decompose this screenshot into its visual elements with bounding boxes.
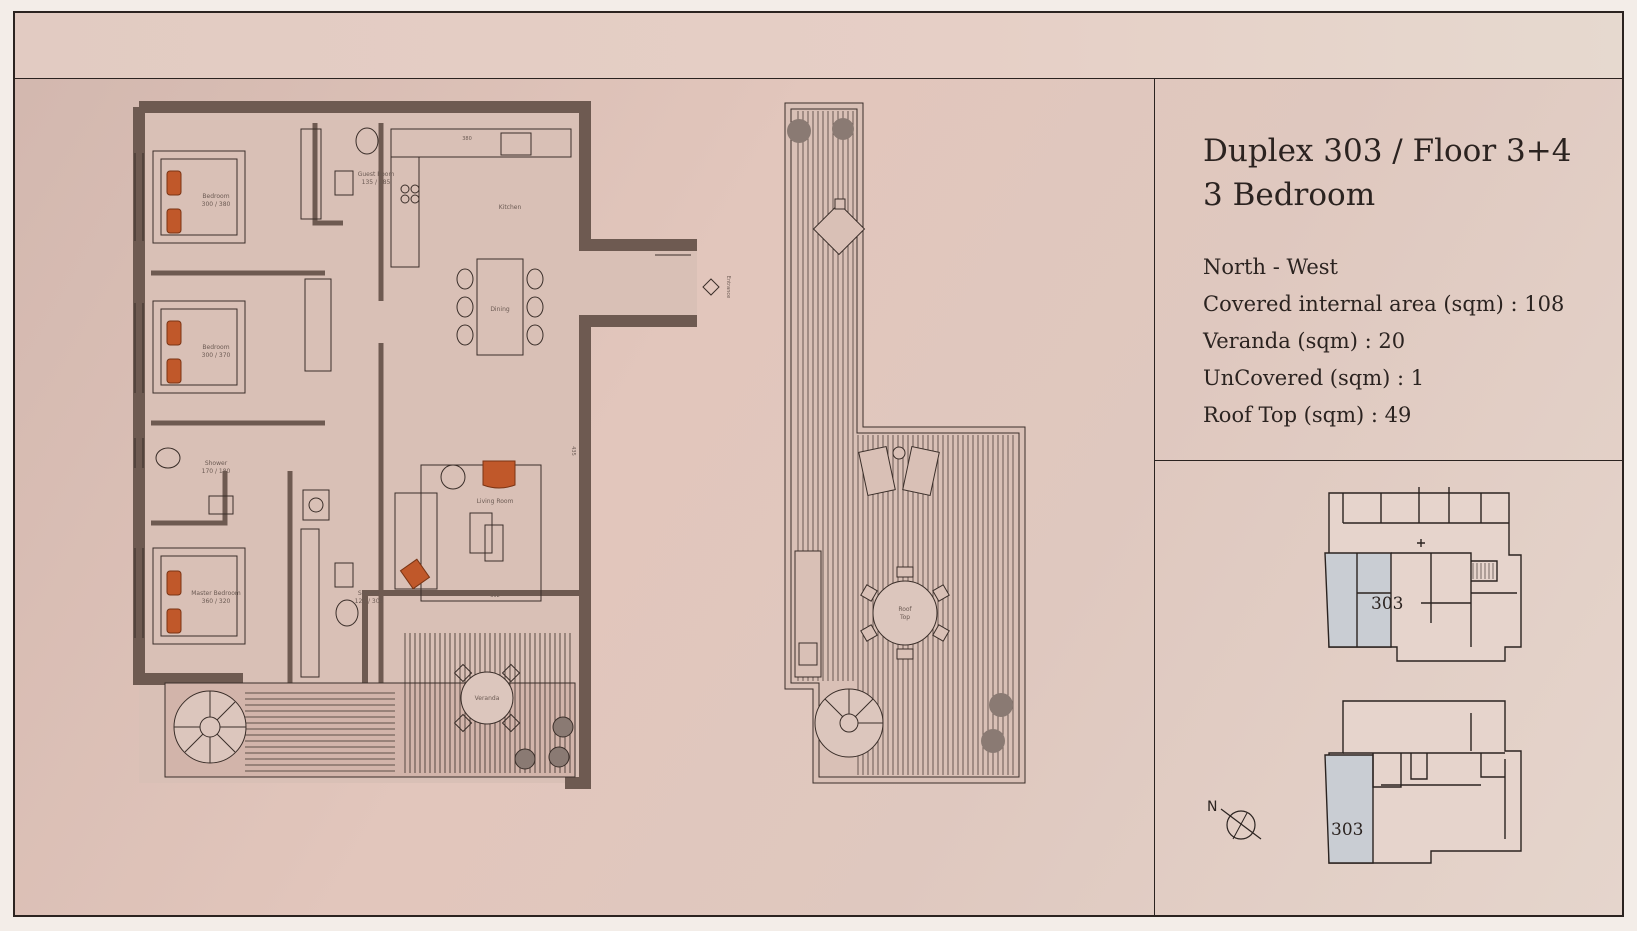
roof-plan: Roof Top <box>784 102 1026 784</box>
label-dining: Dining <box>490 306 510 313</box>
unit-title-line-2: 3 Bedroom <box>1203 177 1376 213</box>
label-master-bedroom: Master Bedroom <box>191 590 241 597</box>
key-plan-floor-4: 303 <box>1324 700 1522 864</box>
label-shower-1: Shower <box>205 460 228 467</box>
label-bedroom-1-size: 300 / 380 <box>202 201 231 208</box>
spec-veranda: Veranda (sqm) : 20 <box>1203 329 1406 353</box>
info-panel: Duplex 303 / Floor 3+4 3 Bedroom North -… <box>1154 79 1622 915</box>
spec-orientation: North - West <box>1203 255 1338 279</box>
top-band <box>15 13 1622 79</box>
label-shower-2-size: 120 / 305 <box>355 598 384 605</box>
dim-living: 392 <box>490 593 500 599</box>
label-top: Top <box>899 614 910 621</box>
label-roof: Roof <box>898 606 912 613</box>
label-veranda: Veranda <box>475 695 500 702</box>
spec-covered-area: Covered internal area (sqm) : 108 <box>1203 292 1565 316</box>
dim-kitchen: 380 <box>462 136 472 142</box>
label-bedroom-1: Bedroom <box>202 193 229 200</box>
spec-roof-top: Roof Top (sqm) : 49 <box>1203 403 1412 427</box>
floorplan-sheet: Bedroom 300 / 380 Bedroom 300 / 370 Gues… <box>13 11 1624 917</box>
north-compass-icon: N <box>1207 799 1262 840</box>
key-plan-303-floor-4: 303 <box>1331 820 1363 840</box>
dim-side: 435 <box>570 446 576 456</box>
label-guest-room: Guest Room <box>358 171 395 178</box>
key-plan-303-floor-3: 303 <box>1371 594 1403 614</box>
unit-title-line-1: Duplex 303 / Floor 3+4 <box>1203 133 1572 169</box>
label-master-bedroom-size: 360 / 320 <box>202 598 231 605</box>
label-living-room: Living Room <box>477 498 514 505</box>
label-guest-room-size: 135 / 185 <box>362 179 391 186</box>
key-plan-floor-3: 303 <box>1324 487 1522 662</box>
label-shower-1-size: 170 / 180 <box>202 468 231 475</box>
unit-title: Duplex 303 / Floor 3+4 3 Bedroom <box>1203 129 1571 217</box>
label-entrance: Entrance <box>725 276 731 298</box>
unit-specs: North - West Covered internal area (sqm)… <box>1203 249 1564 434</box>
label-kitchen: Kitchen <box>499 204 522 211</box>
spec-uncovered: UnCovered (sqm) : 1 <box>1203 366 1425 390</box>
compass-north-label: N <box>1207 799 1217 815</box>
label-shower-2: Shower <box>358 590 381 597</box>
label-bedroom-2: Bedroom <box>202 344 229 351</box>
floor-3-plan: Bedroom 300 / 380 Bedroom 300 / 370 Gues… <box>133 101 731 789</box>
label-bedroom-2-size: 300 / 370 <box>202 352 231 359</box>
unit-info: Duplex 303 / Floor 3+4 3 Bedroom North -… <box>1155 79 1622 461</box>
